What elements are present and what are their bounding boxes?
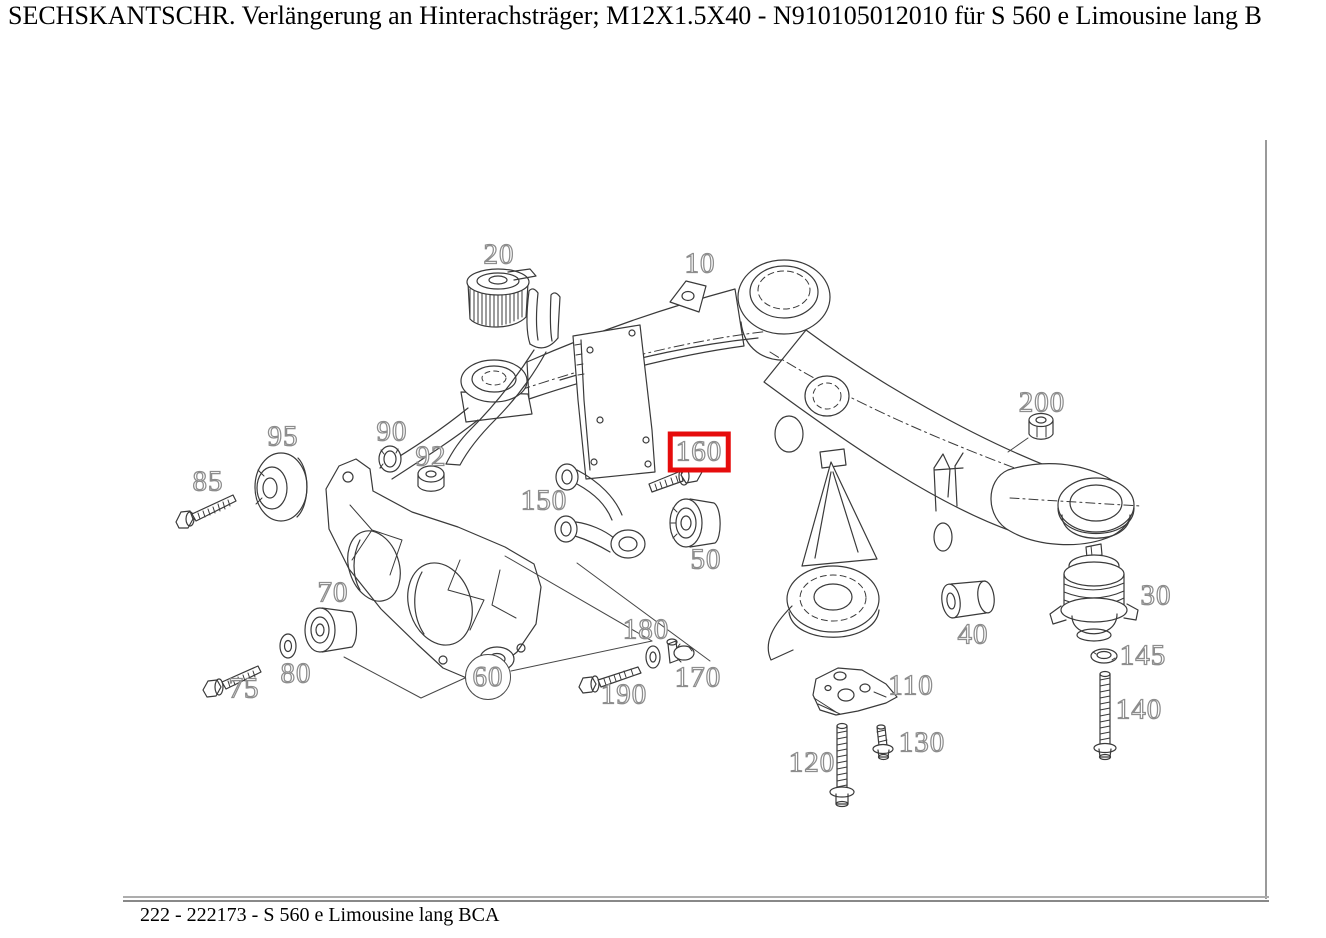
part-label-40[interactable]: 40 bbox=[957, 618, 989, 651]
part-label-160[interactable]: 160 bbox=[667, 431, 731, 473]
part-label-60[interactable]: 60 bbox=[465, 654, 511, 700]
part-label-85[interactable]: 85 bbox=[192, 465, 224, 498]
part-label-95[interactable]: 95 bbox=[267, 420, 299, 453]
page-title: SECHSKANTSCHR. Verlängerung an Hinterach… bbox=[8, 1, 1262, 30]
mount-95-part bbox=[254, 452, 308, 522]
part-label-170[interactable]: 170 bbox=[674, 661, 722, 694]
part-label-180[interactable]: 180 bbox=[622, 613, 670, 646]
part-label-130[interactable]: 130 bbox=[898, 726, 946, 759]
footer-caption: 222 - 222173 - S 560 e Limousine lang BC… bbox=[140, 904, 500, 926]
diff-carrier-part bbox=[325, 458, 542, 680]
part-label-92[interactable]: 92 bbox=[415, 440, 447, 473]
screw-130-part bbox=[872, 724, 894, 761]
part-label-140[interactable]: 140 bbox=[1115, 693, 1163, 726]
part-label-120[interactable]: 120 bbox=[788, 746, 836, 779]
part-label-190[interactable]: 190 bbox=[600, 678, 648, 711]
part-label-30[interactable]: 30 bbox=[1140, 579, 1172, 612]
bushing-70-part bbox=[304, 607, 358, 653]
washer-80-part bbox=[279, 633, 297, 659]
footer-rule-lower bbox=[123, 900, 1269, 902]
part-label-20[interactable]: 20 bbox=[483, 238, 515, 271]
plate-110-part bbox=[812, 667, 898, 716]
nut-92-part bbox=[417, 465, 445, 492]
diagram-frame-right-border bbox=[1265, 140, 1267, 899]
part-label-90[interactable]: 90 bbox=[376, 415, 408, 448]
part-label-110[interactable]: 110 bbox=[888, 669, 934, 702]
part-label-145[interactable]: 145 bbox=[1119, 639, 1167, 672]
part-label-200[interactable]: 200 bbox=[1018, 386, 1066, 419]
part-label-10[interactable]: 10 bbox=[684, 247, 716, 280]
mount-20-part bbox=[466, 268, 537, 328]
subframe-center-plate bbox=[572, 324, 656, 480]
leader-lines bbox=[343, 437, 1029, 699]
part-label-70[interactable]: 70 bbox=[317, 576, 349, 609]
bushing-40-part bbox=[941, 580, 995, 619]
part-label-80[interactable]: 80 bbox=[280, 657, 312, 690]
footer-rule-upper bbox=[123, 896, 1269, 898]
bracket-150-part bbox=[554, 463, 646, 559]
part-label-75[interactable]: 75 bbox=[228, 672, 260, 705]
subframe-fork-bracket bbox=[445, 288, 561, 466]
fasteners-180-170-190 bbox=[578, 638, 695, 694]
nut-200-part bbox=[1028, 412, 1054, 440]
bolt-75-part bbox=[202, 665, 262, 698]
stud-140-part bbox=[1093, 670, 1117, 761]
nut-90-part bbox=[378, 445, 402, 473]
bushing-50-part bbox=[669, 498, 721, 548]
part-label-150[interactable]: 150 bbox=[520, 484, 568, 517]
washer-145-part bbox=[1090, 648, 1118, 664]
bolt-120-part bbox=[829, 722, 855, 808]
bolt-85-part bbox=[175, 494, 237, 529]
part-label-50[interactable]: 50 bbox=[690, 543, 722, 576]
mount-30-part bbox=[1049, 543, 1139, 642]
